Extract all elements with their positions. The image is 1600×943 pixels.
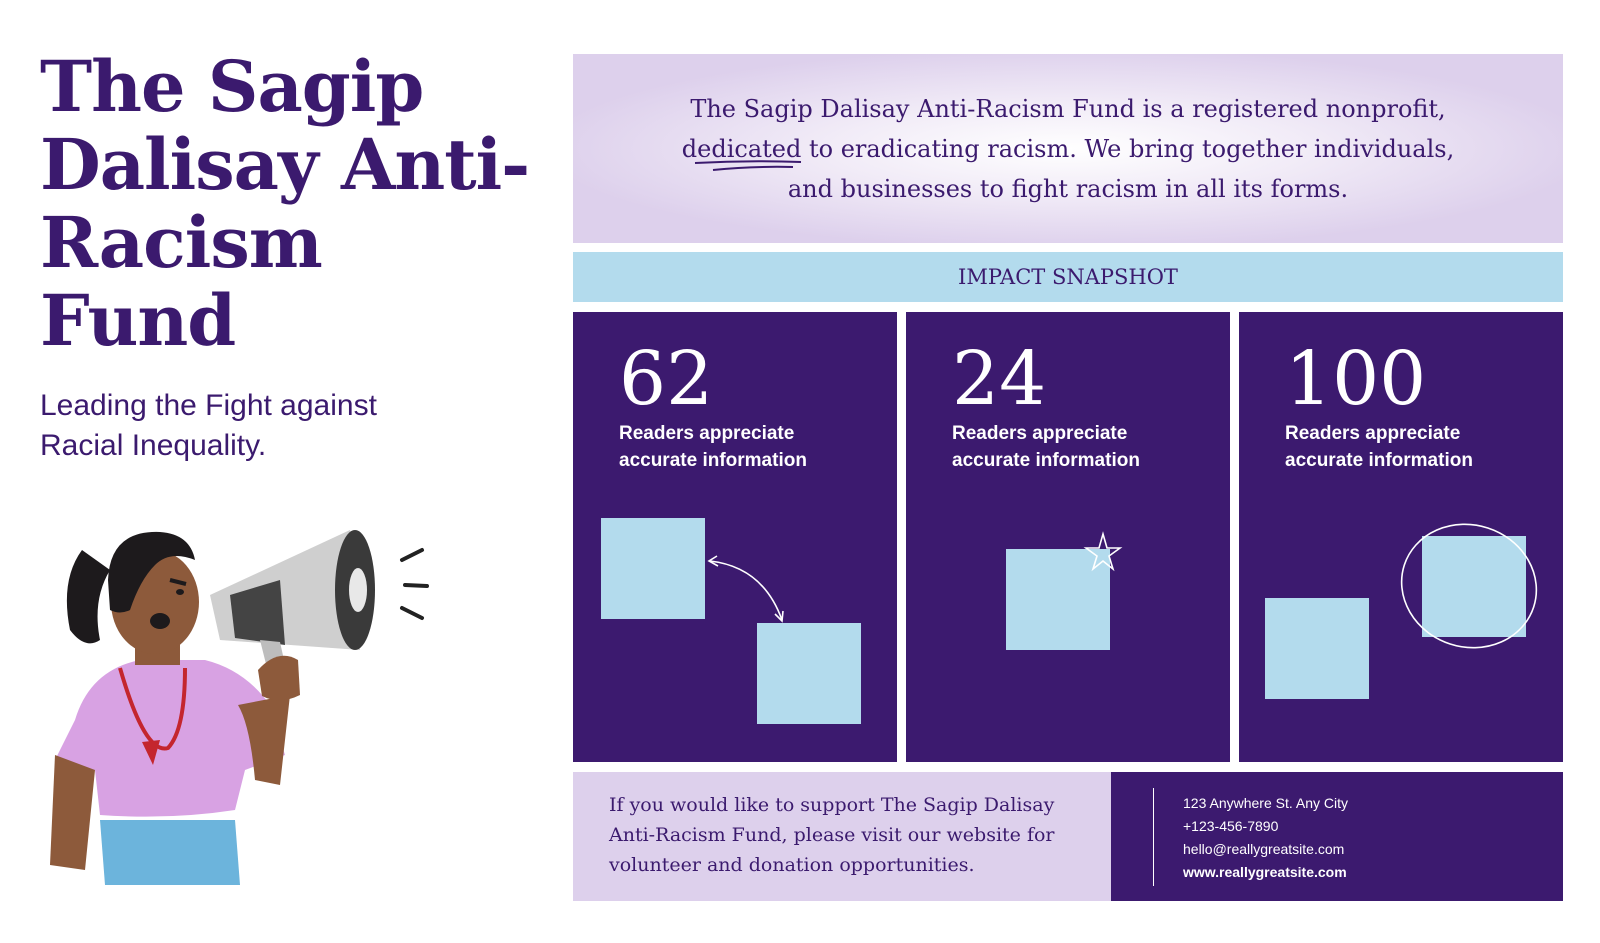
impact-snapshot-heading: IMPACT SNAPSHOT bbox=[958, 265, 1178, 289]
mission-statement-panel: The Sagip Dalisay Anti-Racism Fund is a … bbox=[573, 54, 1563, 243]
decorative-square bbox=[1422, 536, 1526, 637]
stat-value: 100 bbox=[1285, 336, 1427, 422]
support-text: If you would like to support The Sagip D… bbox=[609, 794, 1055, 876]
star-doodle-icon bbox=[1083, 531, 1123, 572]
stat-card: 62 Readers appreciate accurate informati… bbox=[573, 312, 897, 762]
stat-value: 62 bbox=[619, 336, 714, 422]
page-title: The Sagip Dalisay Anti-Racism Fund bbox=[40, 45, 530, 362]
contact-panel: 123 Anywhere St. Any City +123-456-7890 … bbox=[1111, 772, 1563, 901]
decorative-square bbox=[601, 518, 705, 619]
contact-address: 123 Anywhere St. Any City bbox=[1183, 795, 1348, 811]
stat-value: 24 bbox=[952, 336, 1047, 422]
contact-email[interactable]: hello@reallygreatsite.com bbox=[1183, 841, 1345, 857]
underline-doodle bbox=[694, 160, 802, 171]
megaphone-person-illustration bbox=[50, 530, 429, 885]
support-panel: If you would like to support The Sagip D… bbox=[573, 772, 1111, 901]
contact-phone[interactable]: +123-456-7890 bbox=[1183, 818, 1279, 834]
impact-snapshot-banner: IMPACT SNAPSHOT bbox=[573, 252, 1563, 302]
stat-card: 24 Readers appreciate accurate informati… bbox=[906, 312, 1230, 762]
stat-card: 100 Readers appreciate accurate informat… bbox=[1239, 312, 1563, 762]
divider bbox=[1153, 788, 1154, 886]
stat-label: Readers appreciate accurate information bbox=[619, 423, 807, 471]
stat-label: Readers appreciate accurate information bbox=[952, 423, 1140, 471]
stat-label: Readers appreciate accurate information bbox=[1285, 423, 1473, 471]
curved-arrow-icon bbox=[707, 555, 784, 623]
decorative-square bbox=[757, 623, 861, 724]
decorative-square bbox=[1006, 549, 1110, 650]
circle-doodle-icon bbox=[1400, 523, 1538, 649]
mission-statement: The Sagip Dalisay Anti-Racism Fund is a … bbox=[681, 94, 1455, 203]
decorative-square bbox=[1265, 598, 1369, 699]
page-subtitle: Leading the Fight against Racial Inequal… bbox=[40, 389, 377, 462]
contact-website-link[interactable]: www.reallygreatsite.com bbox=[1183, 864, 1347, 880]
